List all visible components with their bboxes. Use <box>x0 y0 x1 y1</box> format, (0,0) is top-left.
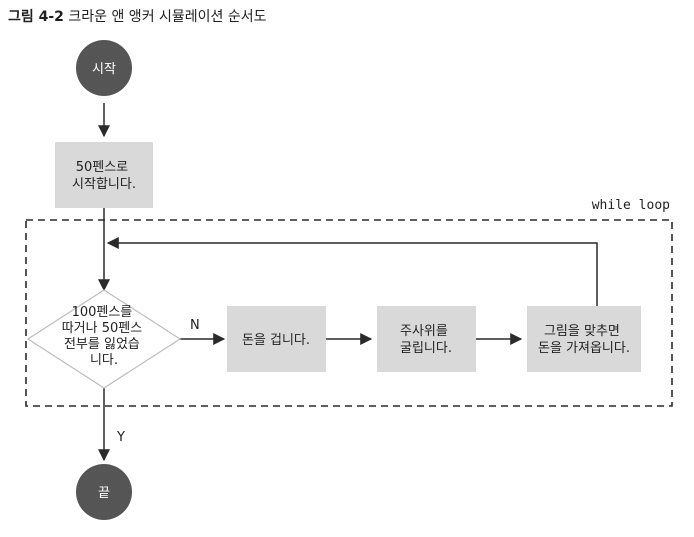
decision-line-2: 따거나 50펜스 <box>62 321 143 336</box>
collect-line-2: 돈을 가져옵니다. <box>538 341 630 356</box>
start-node <box>76 40 132 96</box>
bet-process-box <box>227 306 326 372</box>
figure-caption: 그림 4-2 크라운 앤 앵커 시뮬레이션 순서도 <box>8 8 267 26</box>
roll-line-2: 굴립니다. <box>400 341 452 356</box>
bet-process-label: 돈을 겁니다. <box>242 333 310 348</box>
while-loop-boundary <box>25 219 673 407</box>
edge-collect-loop-back <box>106 237 598 306</box>
init-line-2: 시작합니다. <box>72 177 136 192</box>
end-node <box>76 464 132 520</box>
init-process-box <box>55 142 153 208</box>
init-process-label: 50펜스로 시작합니다. <box>72 160 136 192</box>
collect-process-box <box>527 306 641 372</box>
roll-line-1: 주사위를 <box>400 324 448 339</box>
figure-title: 크라운 앤 앵커 시뮬레이션 순서도 <box>68 9 267 25</box>
decision-line-3: 전부를 잃었습 <box>64 337 140 352</box>
figure-number: 그림 4-2 <box>8 9 64 25</box>
decision-label: 100펜스를 따거나 50펜스 전부를 잃었습 니다. <box>62 305 147 368</box>
collect-line-1: 그림을 맞추면 <box>544 324 620 339</box>
edge-label-no: N <box>190 318 200 333</box>
end-node-label: 끝 <box>98 486 110 501</box>
roll-process-label: 주사위를 굴립니다. <box>400 324 452 356</box>
decision-line-1: 100펜스를 <box>72 305 133 320</box>
collect-process-label: 그림을 맞추면 돈을 가져옵니다. <box>538 324 630 356</box>
decision-line-4: 니다. <box>90 353 118 368</box>
while-loop-label: while loop <box>592 198 670 213</box>
decision-diamond <box>26 289 182 389</box>
roll-process-box <box>377 306 476 372</box>
edge-label-yes: Y <box>116 430 125 445</box>
bet-line-1: 돈을 겁니다. <box>242 333 310 348</box>
start-node-label: 시작 <box>92 62 116 77</box>
init-line-1: 50펜스로 <box>76 160 128 175</box>
